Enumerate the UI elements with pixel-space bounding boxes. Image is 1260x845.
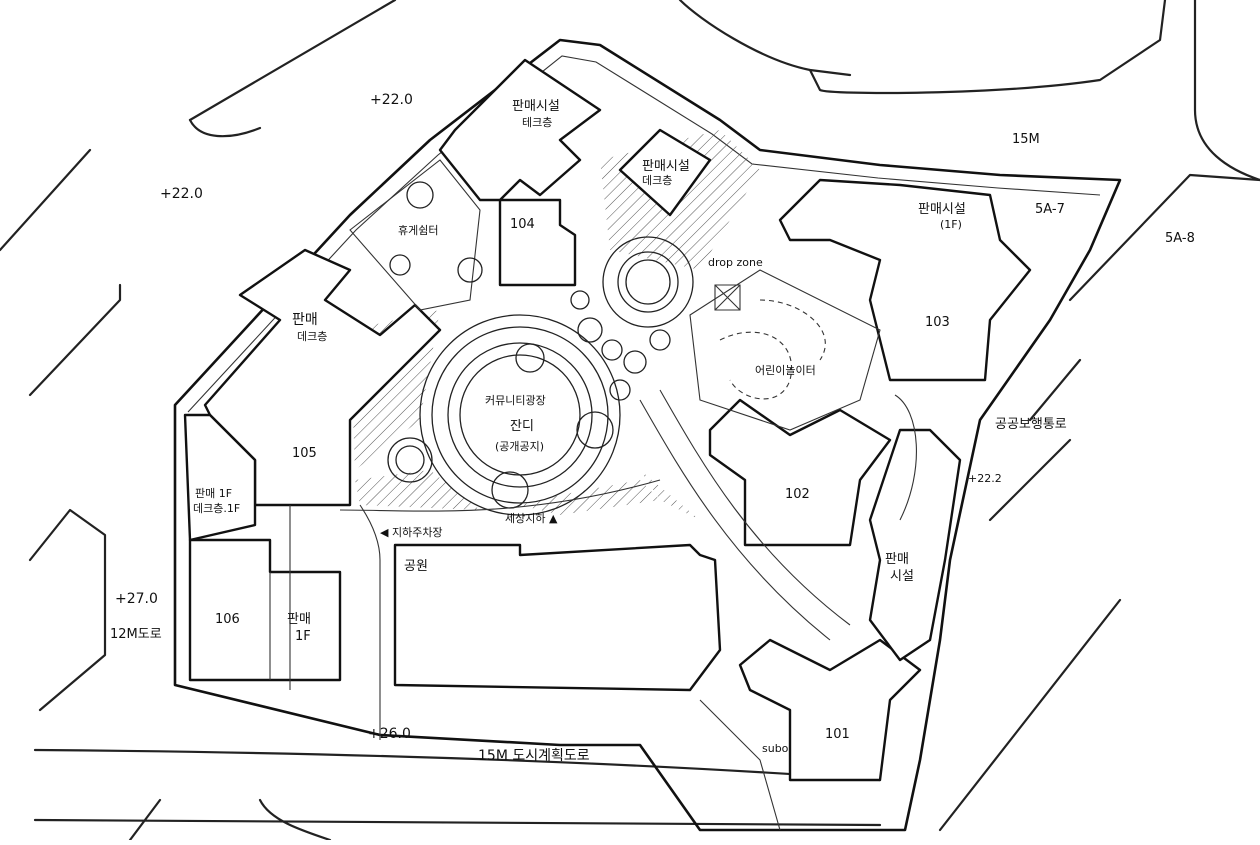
building-105-label: 105 (292, 446, 317, 461)
building-102-label: 102 (785, 487, 810, 502)
building-104 (438, 58, 602, 287)
elevation-label-east: +22.2 (968, 472, 1002, 485)
road-width-west: 12M도로 (110, 627, 162, 642)
elevation-label-south: +26.0 (368, 726, 411, 742)
building-101-label: 101 (825, 727, 850, 742)
neighbor-5a7: 5A-7 (1035, 202, 1065, 217)
retail-top-sub: 테크층 (522, 116, 552, 129)
retail-left-sub: 데크층.1F (193, 502, 240, 515)
retail-106-sub: 1F (295, 629, 311, 644)
elevation-label-west: +27.0 (115, 591, 158, 607)
building-102 (708, 398, 892, 547)
retail-east-strip (868, 428, 962, 662)
retail-top-label: 판매시설 (512, 99, 560, 114)
parking-entry-label: ◀ 지하주차장 (380, 525, 443, 539)
retail-103-sub: (1F) (940, 218, 962, 231)
car-entry-label: 세상지하 ▲ (505, 511, 558, 525)
neighbor-5a8: 5A-8 (1165, 231, 1195, 246)
lawn-label: 잔디 (510, 419, 534, 434)
retail-mid-label: 판매시설 (642, 159, 690, 174)
retail-mid-sub: 데크층 (642, 174, 672, 187)
park-label: 공원 (404, 559, 428, 574)
playground-label: 어린이놀이터 (755, 364, 816, 377)
community-plaza-label: 커뮤니티광장 (485, 394, 546, 407)
community-plaza (387, 314, 621, 516)
lawn-sub-label: (공개공지) (495, 440, 544, 453)
elevation-label-north: +22.0 (370, 92, 413, 108)
building-106 (188, 538, 342, 682)
retail-105-label: 판매 (292, 312, 318, 328)
drop-zone-roundabout (570, 236, 694, 401)
building-104-label: 104 (510, 217, 535, 232)
retail-105-sub: 데크층 (297, 330, 327, 343)
road-width-south: 15M 도시계획도로 (478, 748, 590, 764)
building-106-label: 106 (215, 612, 240, 627)
drop-zone-label: drop zone (708, 256, 763, 269)
sub-label: subo (762, 742, 789, 755)
building-103 (778, 178, 1032, 382)
paths (289, 389, 917, 831)
garden-label: 휴게쉼터 (398, 224, 438, 237)
retail-left-label: 판매 1F (195, 487, 232, 500)
retail-east-sub: 시설 (890, 569, 914, 584)
building-104-annex (618, 128, 712, 217)
labels: +22.0 +22.0 +27.0 +26.0 +22.2 15M 12M도로 … (110, 92, 1195, 764)
site-boundary (173, 38, 1122, 832)
playground (689, 269, 881, 431)
retail-106-label: 판매 (287, 612, 311, 627)
road-width-north: 15M (1012, 132, 1040, 147)
retail-103-label: 판매시설 (918, 202, 966, 217)
elevation-label-northwest: +22.0 (160, 186, 203, 202)
retail-central (393, 543, 722, 692)
retail-left-block (183, 413, 257, 542)
upper-garden (349, 159, 483, 311)
building-101 (738, 638, 922, 782)
buildings (183, 58, 1032, 782)
retail-east-label: 판매 (885, 552, 909, 567)
building-103-label: 103 (925, 315, 950, 330)
pedestrian-path-label: 공공보행통로 (995, 416, 1067, 432)
